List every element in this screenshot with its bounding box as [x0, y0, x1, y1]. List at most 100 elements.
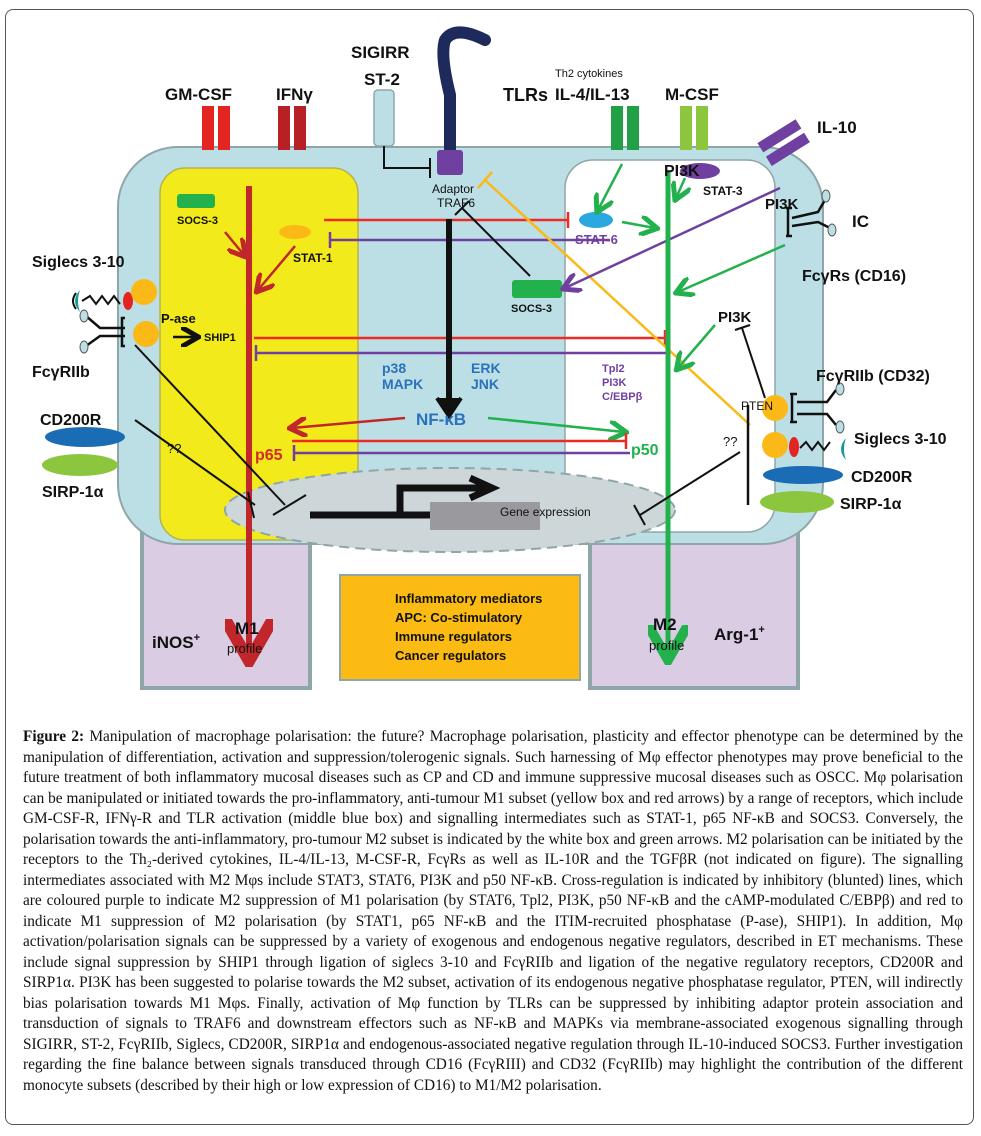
label-siglecs-right: Siglecs 3-10 [854, 431, 947, 448]
ship1-dot [133, 321, 159, 347]
right-inhibits-gene [639, 451, 741, 516]
sigirr-inhibits-tlr [383, 146, 431, 178]
label-p38: p38 [382, 360, 406, 376]
caption-label: Figure 2: [23, 728, 85, 745]
stat6-to-m2 [621, 222, 655, 228]
socs3-mid-box [512, 280, 562, 298]
label-sirp-left: SIRP-1α [42, 484, 104, 501]
fc-tip [835, 420, 845, 434]
sirp-right [760, 491, 834, 513]
socs3-m1-box [177, 194, 215, 208]
stat1-to-m1 [258, 245, 296, 290]
ifn-gamma-receptor [278, 106, 306, 150]
label-p65: p65 [255, 447, 283, 464]
fcgr-cd16-right [786, 199, 831, 238]
label-traf6: TRAF6 [437, 196, 475, 210]
label-siglecs-left: Siglecs 3-10 [32, 254, 125, 271]
effect-item: APC: Co-stimulatory [395, 610, 523, 625]
label-stat6: STAT-6 [575, 232, 618, 247]
label-pi3k-mid: PI3K [718, 309, 752, 326]
inos-superscript: + [194, 632, 200, 644]
ship1-inhibits-gene [134, 419, 256, 506]
label-adaptor: Adaptor [432, 182, 474, 196]
label-pi3k-list: PI3K [602, 377, 627, 389]
sirp-left [42, 454, 118, 476]
black-blunt [247, 491, 255, 519]
effect-item: Immune regulators [395, 629, 512, 644]
label-pi3k-top: PI3K [664, 163, 700, 180]
gene-block [430, 502, 540, 530]
siglec-red-domain [123, 292, 133, 310]
label-unknown-right: ?? [723, 434, 737, 449]
label-socs3-mid: SOCS-3 [511, 303, 552, 315]
siglec-red-domain [789, 437, 799, 457]
pi3k-to-m2 [678, 324, 716, 368]
fcgriib-right [790, 389, 837, 426]
fc-tip [835, 382, 845, 396]
nfkb-to-p50 [487, 416, 624, 432]
macrophage-polarisation-diagram: GM-CSF IFNγ SIGIRR ST-2 TLRs Th2 cytokin… [32, 26, 947, 690]
label-gm-csf: GM-CSF [165, 85, 232, 104]
figure-caption: Figure 2: Manipulation of macrophage pol… [23, 727, 963, 1096]
siglec-teal-icon [75, 290, 80, 312]
stat3-to-m2 [676, 177, 685, 198]
label-m2: M2 [653, 615, 677, 634]
ship1-dot [131, 279, 157, 305]
figure-frame [5, 9, 974, 1125]
label-cd200r-left: CD200R [40, 412, 102, 429]
label-mapk: MAPK [382, 376, 423, 392]
effects-box [339, 574, 581, 681]
stat1-oval [279, 225, 311, 239]
label-stat3: STAT-3 [703, 184, 743, 198]
label-cebpb: C/EBPβ [602, 391, 643, 403]
pten-inhibits-pi3k [741, 327, 766, 399]
label-arg1: Arg-1+ [714, 624, 765, 644]
label-tlrs: TLRs [503, 85, 548, 105]
label-tpl2: Tpl2 [602, 363, 625, 375]
cd200r-right [763, 466, 843, 484]
promoter-arrow [310, 484, 485, 519]
siglec-right [799, 440, 831, 452]
label-p50: p50 [631, 442, 659, 459]
black-blunt [454, 200, 470, 216]
label-pten: PTEN [741, 399, 773, 413]
label-fcgrs-cd16: FcγRs (CD16) [802, 268, 906, 285]
label-inos: iNOS+ [152, 632, 200, 652]
gm-csf-receptor [202, 106, 230, 150]
effect-item: Cancer regulators [395, 648, 506, 663]
label-sigirr: SIGIRR [351, 43, 410, 62]
tlr-adaptor-box [437, 150, 463, 175]
effect-item: Inflammatory mediators [395, 591, 542, 606]
label-jnk: JNK [471, 376, 499, 392]
pase-line-to-gene [134, 344, 286, 506]
label-nfkb: NF-κB [416, 410, 466, 429]
socs3-to-m1 [224, 231, 244, 255]
label-m-csf: M-CSF [665, 85, 719, 104]
caption-text: Manipulation of macrophage polarisation:… [23, 728, 964, 1094]
orange-inhibit-line [484, 179, 751, 426]
siglec-teal-icon [841, 438, 846, 460]
siglec-left [72, 292, 121, 310]
label-sirp-right: SIRP-1α [840, 496, 902, 513]
il10-receptor [757, 119, 810, 166]
orange-blunt [477, 171, 493, 189]
stat6-oval [579, 212, 613, 228]
label-unknown-left: ?? [167, 441, 181, 456]
label-stat1: STAT-1 [293, 251, 333, 265]
label-cd200r-right: CD200R [851, 469, 913, 486]
il4-il13-receptor [611, 106, 639, 150]
label-th2-cytokines: Th2 cytokines [555, 68, 623, 80]
label-m1: M1 [235, 619, 259, 638]
fc-tip [79, 309, 89, 323]
label-m2-profile: profile [649, 638, 684, 653]
inos-text: iNOS [152, 633, 194, 652]
label-ifn-gamma: IFNγ [276, 85, 313, 104]
sigirr-st2-receptor [373, 89, 395, 147]
label-st2: ST-2 [364, 70, 400, 89]
fc-tip [79, 340, 89, 354]
label-m1-profile: profile [227, 641, 262, 656]
arg1-superscript: + [758, 624, 764, 636]
black-blunt [272, 494, 307, 516]
m1-output-box [140, 526, 312, 690]
nfkb-arrowhead [435, 396, 463, 420]
